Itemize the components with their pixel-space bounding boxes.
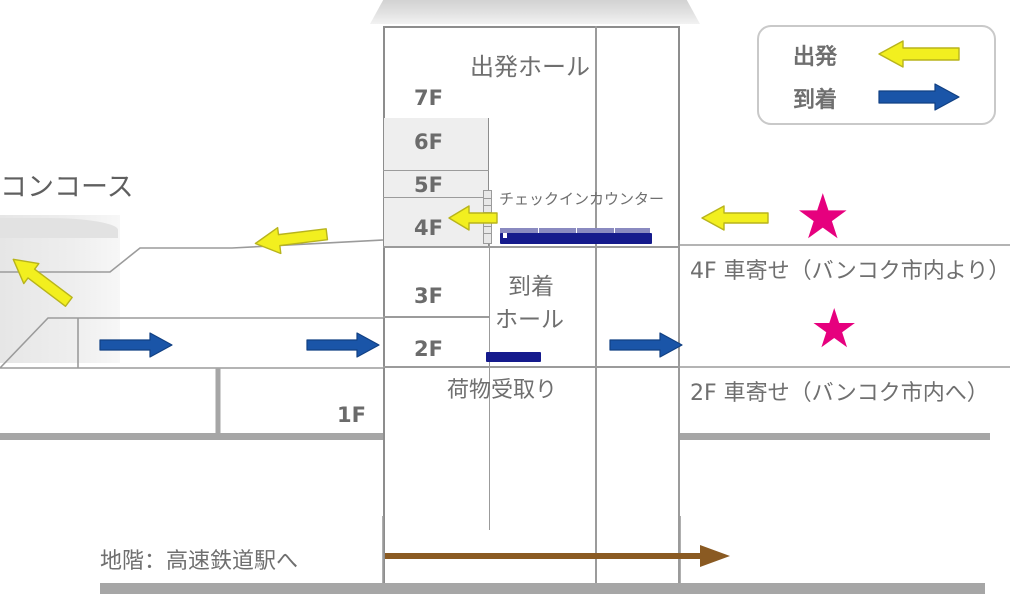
tower-divider-center <box>595 26 597 588</box>
checkin-counter-bar <box>500 233 652 244</box>
arrival-arrow-right-icon <box>608 331 684 359</box>
floor-label-1f: 1F <box>337 403 366 427</box>
floor-line-3-2 <box>383 316 489 318</box>
departure-arrow-4f-tower-icon <box>447 203 499 233</box>
departure-arrow-ramp-icon <box>251 216 333 259</box>
tower-divider-right <box>678 240 680 588</box>
counter-notch <box>503 233 507 238</box>
departure-arrow-4f-right-icon <box>700 202 770 234</box>
floor-label-2f: 2F <box>414 337 443 361</box>
terminal-roof <box>370 0 700 24</box>
checkin-counter-label: チェックインカウンター <box>499 190 665 208</box>
floor-line-6-5 <box>383 170 489 171</box>
floor-line-2-1 <box>383 366 680 368</box>
counter-tick <box>538 228 539 234</box>
floor-label-5f: 5F <box>414 173 443 197</box>
ground-band-right <box>680 433 990 440</box>
curb-label-2f: 2F 車寄せ（バンコク市内へ） <box>690 381 989 406</box>
floor-label-7f: 7F <box>414 86 443 110</box>
arrival-arrow-left-icon <box>98 331 174 359</box>
floor-line-5-4 <box>383 197 489 198</box>
counter-tick <box>576 228 577 234</box>
floor-line-4-3 <box>383 246 680 248</box>
rail-arrow-icon <box>700 542 736 570</box>
arrival-hall-label-line2: ホール <box>495 307 564 333</box>
legend-arrival-label: 到着 <box>793 88 838 113</box>
floor-label-3f: 3F <box>414 284 443 308</box>
ground-band-left <box>0 433 383 440</box>
legend-departure-label: 出発 <box>793 45 838 70</box>
arrival-hall-label-line1: 到着 <box>508 274 554 300</box>
concourse-label: コンコース <box>0 172 134 203</box>
baggage-belt-bar <box>486 352 541 362</box>
star-marker-4f: ★ <box>795 180 851 253</box>
baggage-claim-label: 荷物受取り <box>447 378 558 403</box>
checkin-counter-top-strip <box>500 228 650 234</box>
star-marker-2f: ★ <box>810 297 859 360</box>
departure-arrow-concourse-icon <box>2 245 82 316</box>
rail-route-line <box>385 553 710 559</box>
ground-band-bottom <box>100 583 985 594</box>
terminal-building-outline <box>383 26 680 588</box>
tower-divider-left <box>489 240 490 530</box>
arrival-arrow-mid-icon <box>305 331 381 359</box>
concourse-shading-top <box>0 218 118 238</box>
curb-label-4f: 4F 車寄せ（バンコク市内より） <box>690 259 1011 284</box>
departure-hall-label: 出発ホール <box>470 53 590 81</box>
legend-departure-arrow-icon <box>877 39 961 69</box>
legend-arrival-arrow-icon <box>877 82 961 112</box>
counter-tick <box>614 228 615 234</box>
legend-box: 出発 到着 <box>757 25 996 125</box>
floor-label-4f: 4F <box>414 216 443 240</box>
floor-label-6f: 6F <box>414 130 443 154</box>
floor-label-column <box>383 118 489 248</box>
basement-rail-label: 地階：高速鉄道駅へ <box>100 549 299 574</box>
